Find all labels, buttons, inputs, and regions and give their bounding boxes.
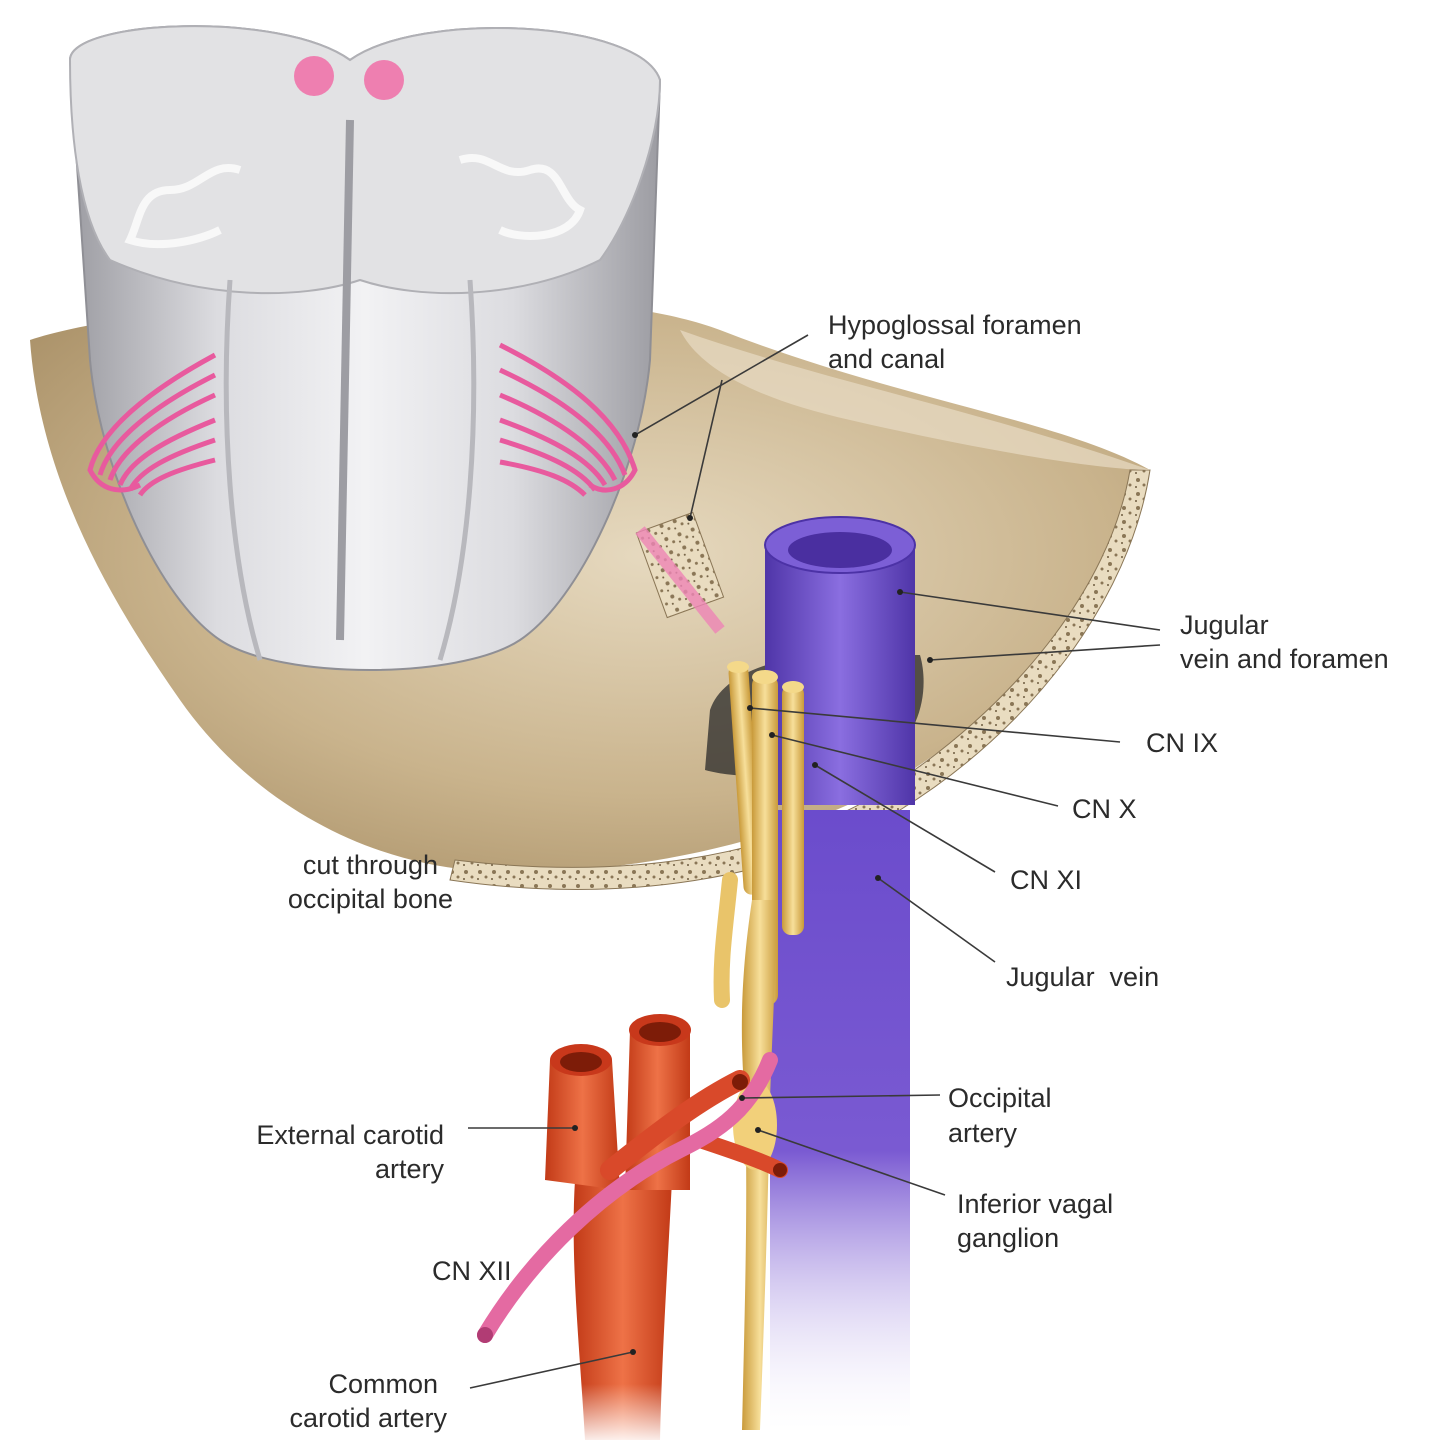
label-occipital-artery-1: Occipital [948,1083,1052,1113]
label-jugular-vein: Jugular vein [1006,962,1159,992]
cord-cross-section [70,26,660,293]
label-cn-x: CN X [1072,794,1137,824]
hypoglossal-nucleus-right [364,60,404,100]
label-cn-ix: CN IX [1146,728,1218,758]
jugular-vein [765,517,915,1430]
label-cut-occipital-2: occipital bone [288,884,453,914]
label-cut-occipital-1: cut through [303,850,438,880]
label-occipital-artery-2: artery [948,1118,1018,1148]
label-hypoglossal-foramen-2: and canal [828,344,945,374]
label-external-carotid-2: artery [375,1154,445,1184]
label-hypoglossal-foramen-1: Hypoglossal foramen [828,310,1082,340]
label-inferior-vagal-1: Inferior vagal [957,1189,1113,1219]
hypoglossal-nucleus-left [294,56,334,96]
label-common-carotid-2: carotid artery [289,1403,447,1433]
label-jugular-foramen-1: Jugular [1180,610,1269,640]
label-inferior-vagal-2: ganglion [957,1223,1059,1253]
label-common-carotid-1: Common [328,1369,438,1399]
label-cn-xi: CN XI [1010,865,1082,895]
label-cn-xii: CN XII [432,1256,512,1286]
label-jugular-foramen-2: vein and foramen [1180,644,1389,674]
label-external-carotid-1: External carotid [256,1120,444,1150]
